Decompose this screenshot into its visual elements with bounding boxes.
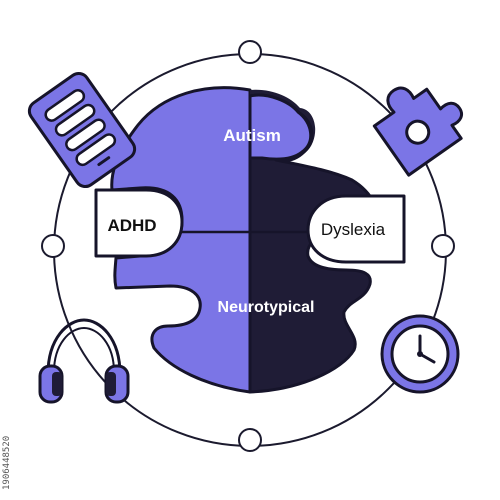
- dyslexia-tab: [306, 194, 406, 264]
- brain-top-tab: [248, 93, 313, 161]
- brain-puzzle: [94, 86, 406, 394]
- clock-icon: [380, 314, 460, 394]
- label-dyslexia: Dyslexia: [321, 220, 386, 239]
- headphones-icon: [38, 318, 130, 404]
- ring-node-right: [431, 234, 455, 258]
- fidget-pad-icon: [27, 71, 137, 189]
- label-neurotypical: Neurotypical: [218, 299, 315, 316]
- label-autism: Autism: [223, 126, 281, 145]
- ring-node-top: [238, 40, 262, 64]
- adhd-tab: [94, 188, 184, 258]
- ring-node-left: [41, 234, 65, 258]
- outer-ring: [41, 40, 455, 452]
- label-adhd: ADHD: [107, 216, 156, 235]
- ring-node-bottom: [238, 428, 262, 452]
- side-id-text: 1906448520: [2, 435, 12, 490]
- puzzle-piece-icon: [372, 86, 463, 177]
